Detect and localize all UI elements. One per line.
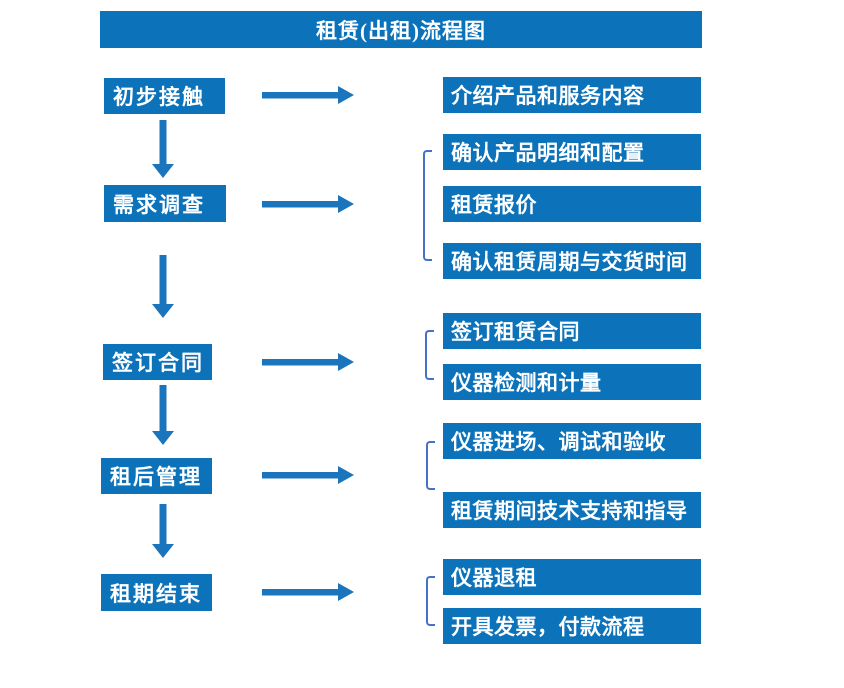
step-box-demand-survey: 需求调查 — [104, 185, 226, 222]
detail-box-invoice-payment-process: 开具发票，付款流程 — [443, 608, 701, 644]
detail-box-sign-rental-contract: 签订租赁合同 — [443, 313, 701, 349]
bracket-demand-survey-details — [423, 150, 432, 261]
step-box-post-rental-management: 租后管理 — [101, 458, 212, 494]
step-box-rental-period-end: 租期结束 — [101, 574, 212, 611]
bracket-contract-signing-details — [425, 330, 434, 380]
arrow-down-2-icon — [152, 255, 174, 318]
arrow-right-1-icon — [262, 86, 354, 104]
arrow-down-4-icon — [152, 504, 174, 558]
bracket-post-rental-details — [426, 441, 435, 490]
bracket-rental-end-details — [426, 576, 435, 626]
arrow-down-1-icon — [152, 120, 174, 178]
arrow-right-2-icon — [262, 195, 354, 213]
detail-box-instrument-inspection-metering: 仪器检测和计量 — [443, 364, 701, 400]
step-box-initial-contact: 初步接触 — [104, 78, 225, 114]
detail-box-rental-tech-support-guidance: 租赁期间技术支持和指导 — [443, 492, 701, 528]
arrow-right-4-icon — [262, 466, 354, 484]
detail-box-rental-quote: 租赁报价 — [443, 186, 701, 222]
arrow-right-5-icon — [262, 583, 354, 601]
detail-box-introduce-products-services: 介绍产品和服务内容 — [443, 77, 701, 113]
step-box-contract-signing: 签订合同 — [103, 344, 212, 380]
detail-box-instrument-arrival-debug-acceptance: 仪器进场、调试和验收 — [443, 423, 701, 459]
detail-box-confirm-product-details-config: 确认产品明细和配置 — [443, 134, 701, 170]
flowchart-title: 租赁(出租)流程图 — [100, 11, 702, 48]
arrow-down-3-icon — [152, 385, 174, 445]
detail-box-instrument-return: 仪器退租 — [443, 559, 701, 595]
arrow-right-3-icon — [262, 353, 354, 371]
detail-box-confirm-rental-period-delivery: 确认租赁周期与交货时间 — [443, 243, 701, 279]
